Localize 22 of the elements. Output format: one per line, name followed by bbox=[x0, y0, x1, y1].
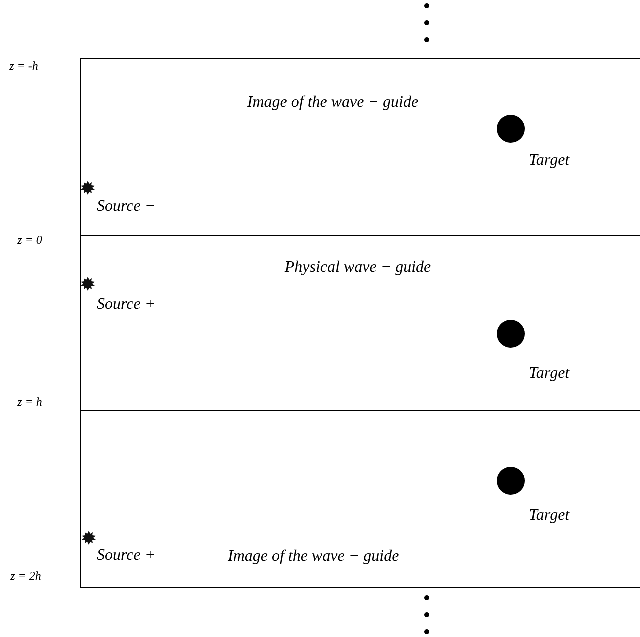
band-title: Image of the wave − guide bbox=[228, 549, 400, 565]
target-label: Target bbox=[529, 153, 570, 169]
source-label: Source + bbox=[97, 297, 156, 313]
target-circle bbox=[497, 467, 525, 495]
source-point bbox=[82, 531, 96, 545]
target-label: Target bbox=[529, 508, 570, 524]
waveguide-band bbox=[80, 235, 640, 410]
waveguide-band bbox=[80, 410, 640, 588]
z-coordinate-label: z = 0 bbox=[18, 234, 42, 246]
z-coordinate-label: z = -h bbox=[10, 60, 38, 72]
z-coordinate-label: z = h bbox=[18, 396, 42, 408]
source-point bbox=[81, 277, 95, 291]
source-label: Source + bbox=[97, 548, 156, 564]
band-title: Image of the wave − guide bbox=[247, 95, 419, 111]
z-coordinate-label: z = 2h bbox=[10, 570, 42, 582]
source-point bbox=[81, 181, 95, 195]
band-title: Physical wave − guide bbox=[284, 260, 432, 276]
target-label: Target bbox=[529, 366, 570, 382]
target-circle bbox=[497, 320, 525, 348]
source-label: Source − bbox=[97, 199, 156, 215]
target-circle bbox=[497, 115, 525, 143]
waveguide-band bbox=[80, 58, 640, 235]
